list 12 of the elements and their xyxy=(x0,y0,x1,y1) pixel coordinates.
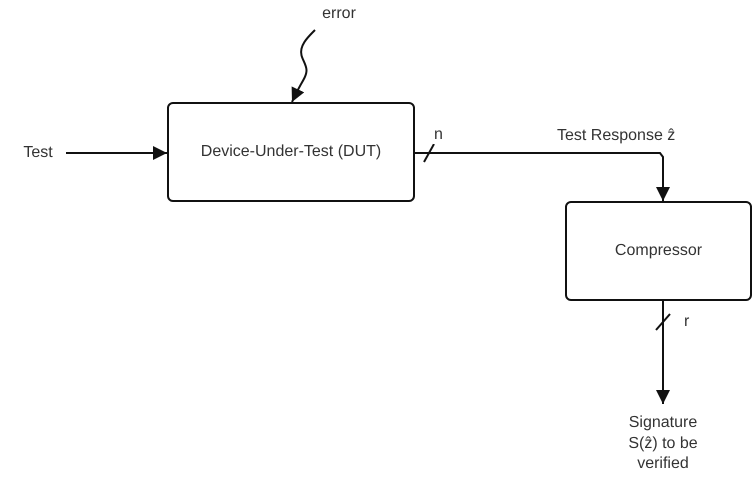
input-label: Test xyxy=(23,142,53,163)
edge-label: Test Response ẑ xyxy=(556,127,676,145)
error-label: error xyxy=(322,4,356,24)
process-box xyxy=(565,201,752,301)
arrow xyxy=(291,29,316,102)
process-box xyxy=(167,102,415,202)
output-label: Signature S(ẑ) to be verified xyxy=(627,412,699,474)
box-label: Compressor xyxy=(614,240,702,261)
arrow xyxy=(656,301,670,404)
arrow xyxy=(66,146,167,160)
box-label: Device-Under-Test (DUT) xyxy=(200,142,382,162)
arrow xyxy=(415,152,670,201)
